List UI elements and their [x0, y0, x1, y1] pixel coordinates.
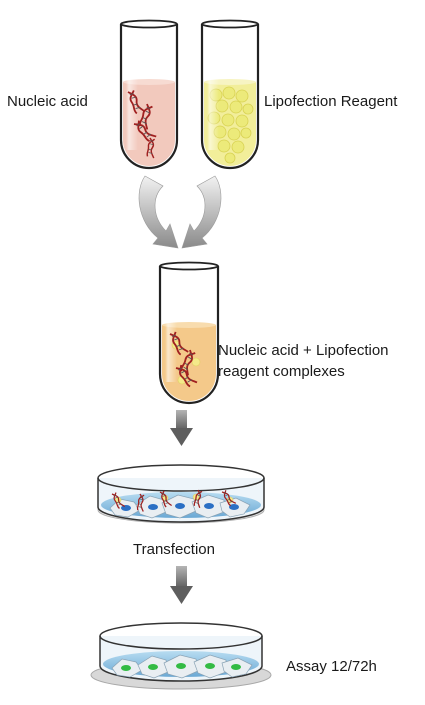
dish-transfection [97, 464, 265, 524]
cell-nucleus-expressing [121, 665, 131, 671]
cell-nucleus [204, 503, 214, 509]
cell-nucleus [175, 503, 185, 509]
cell-nucleus [121, 505, 131, 511]
curved-arrow-left [138, 175, 179, 249]
down-arrow [170, 410, 193, 446]
down-arrow [170, 566, 193, 604]
cell-nucleus-expressing [176, 663, 186, 669]
label-complexes-line-1: Nucleic acid + Lipofection [218, 342, 389, 359]
cell-nucleus [148, 504, 158, 510]
label-transfection: Transfection [133, 541, 215, 558]
cell-nucleus-expressing [205, 663, 215, 669]
tube-nucleic-acid [119, 19, 179, 170]
cell-nucleus [229, 504, 239, 510]
tube-complexes [158, 261, 220, 405]
label-nucleic-acid: Nucleic acid [7, 93, 88, 110]
dish-assay [90, 622, 272, 690]
curved-arrow-right [181, 175, 222, 249]
cells [109, 494, 251, 519]
cell-nucleus-expressing [148, 664, 158, 670]
label-lipofection-reagent: Lipofection Reagent [264, 93, 398, 110]
tube-lipofection-reagent [200, 19, 260, 170]
cell-nucleus-expressing [231, 664, 241, 670]
merge-arrows [138, 175, 222, 249]
label-complexes: Nucleic acid + Lipofection reagent compl… [218, 340, 389, 382]
label-complexes-line-2: reagent complexes [218, 363, 345, 380]
label-assay: Assay 12/72h [286, 658, 377, 675]
